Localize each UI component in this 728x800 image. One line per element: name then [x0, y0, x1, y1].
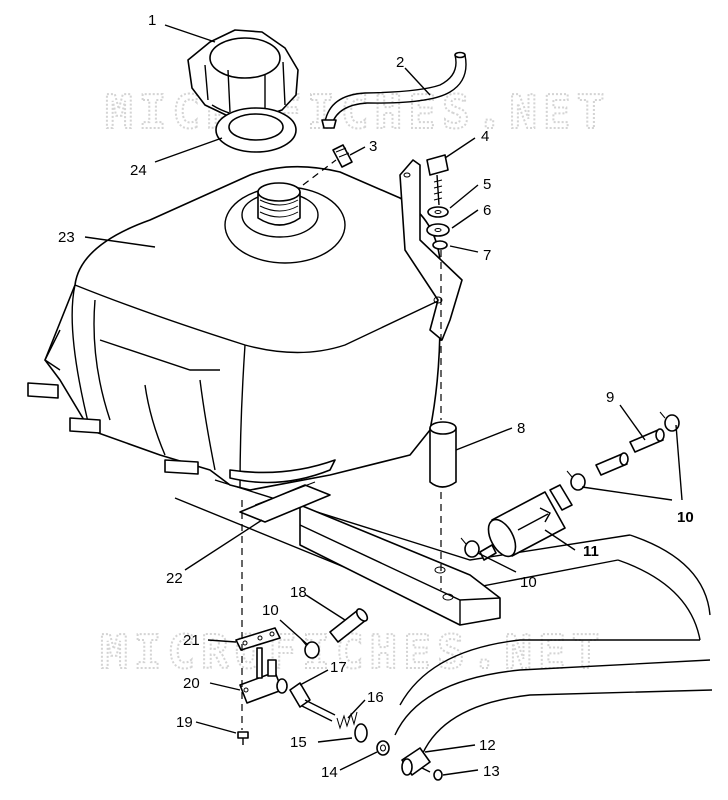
callout-10-lower: 10: [262, 602, 279, 619]
callout-1: 1: [148, 12, 156, 29]
callout-12: 12: [479, 737, 496, 754]
callout-2: 2: [396, 54, 404, 71]
callout-labels: 1 2 3 4 5 6 7 8 9 10 10 10 11 12 13 14 1…: [58, 12, 694, 781]
callout-19: 19: [176, 714, 193, 731]
callout-24: 24: [130, 162, 147, 179]
valve-screw: [237, 731, 249, 745]
vent-fitting: [332, 144, 353, 168]
leader-lines: [84, 24, 683, 776]
watermark-top: MICROFICHES.NET: [105, 85, 610, 139]
fuel-cap: [187, 29, 299, 119]
callout-10-middle: 10: [520, 574, 537, 591]
callout-13: 13: [483, 763, 500, 780]
fuel-line-upper: [595, 428, 665, 476]
valve-knob: [401, 747, 431, 776]
callout-6: 6: [483, 202, 491, 219]
callout-16: 16: [367, 689, 384, 706]
callout-23: 23: [58, 229, 75, 246]
valve-spring: [336, 711, 358, 730]
knob-screw: [421, 767, 443, 781]
callout-11: 11: [583, 543, 599, 560]
fuel-tank: [27, 165, 441, 491]
tank-bracket: [399, 159, 463, 341]
hose-clamps: [300, 411, 680, 659]
callout-14: 14: [321, 764, 338, 781]
callout-8: 8: [517, 420, 525, 437]
fuel-valve: [239, 647, 288, 704]
cross-member: [299, 504, 501, 626]
callout-21: 21: [183, 632, 200, 649]
vent-hose: [321, 51, 467, 129]
bolt-stack: [426, 154, 450, 250]
frame-rails: [174, 479, 713, 761]
watermark-bottom: MICROFICHES.NET: [100, 625, 605, 679]
callout-5: 5: [483, 176, 491, 193]
callout-15: 15: [290, 734, 307, 751]
callout-10-upper: 10: [677, 509, 694, 526]
callout-18: 18: [290, 584, 307, 601]
spacer: [429, 421, 457, 488]
fuel-tank-pad: [239, 481, 331, 523]
callout-7: 7: [483, 247, 491, 264]
callout-20: 20: [183, 675, 200, 692]
callout-17: 17: [330, 659, 347, 676]
callout-3: 3: [369, 138, 377, 155]
valve-washer: [354, 723, 368, 743]
callout-22: 22: [166, 570, 183, 587]
valve-o-ring: [376, 740, 390, 756]
valve-stem: [289, 682, 336, 722]
alignment-lines: [241, 159, 442, 730]
fuel-filter: [479, 484, 573, 561]
callout-9: 9: [606, 389, 614, 406]
fuel-line-lower: [329, 608, 369, 643]
cap-gasket: [215, 107, 297, 153]
valve-plate: [235, 627, 281, 651]
callout-4: 4: [481, 128, 489, 145]
